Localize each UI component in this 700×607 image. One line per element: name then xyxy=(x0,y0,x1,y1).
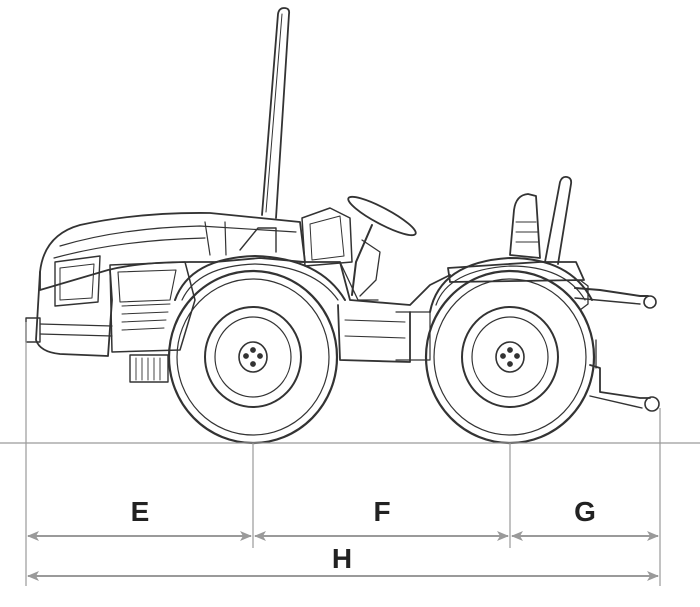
rear-wheel xyxy=(424,269,596,445)
dimension-label-e: E xyxy=(131,496,150,527)
roll-bar xyxy=(544,175,573,265)
chassis xyxy=(299,261,451,363)
front-fender xyxy=(174,255,346,301)
rear-fender xyxy=(429,257,593,313)
dimension-label-h: H xyxy=(332,543,352,574)
front-grille xyxy=(25,255,113,357)
dashboard xyxy=(301,207,379,301)
steering-wheel xyxy=(347,195,417,297)
rear-linkage xyxy=(574,279,660,412)
engine-block xyxy=(109,261,196,383)
tractor-drawing xyxy=(25,7,660,445)
exhaust-pipe xyxy=(261,7,291,219)
seat xyxy=(447,193,585,283)
dimension-label-f: F xyxy=(373,496,390,527)
dimension-lines xyxy=(0,322,700,586)
dimension-label-g: G xyxy=(574,496,596,527)
front-wheel xyxy=(167,269,339,445)
hood xyxy=(39,212,306,291)
